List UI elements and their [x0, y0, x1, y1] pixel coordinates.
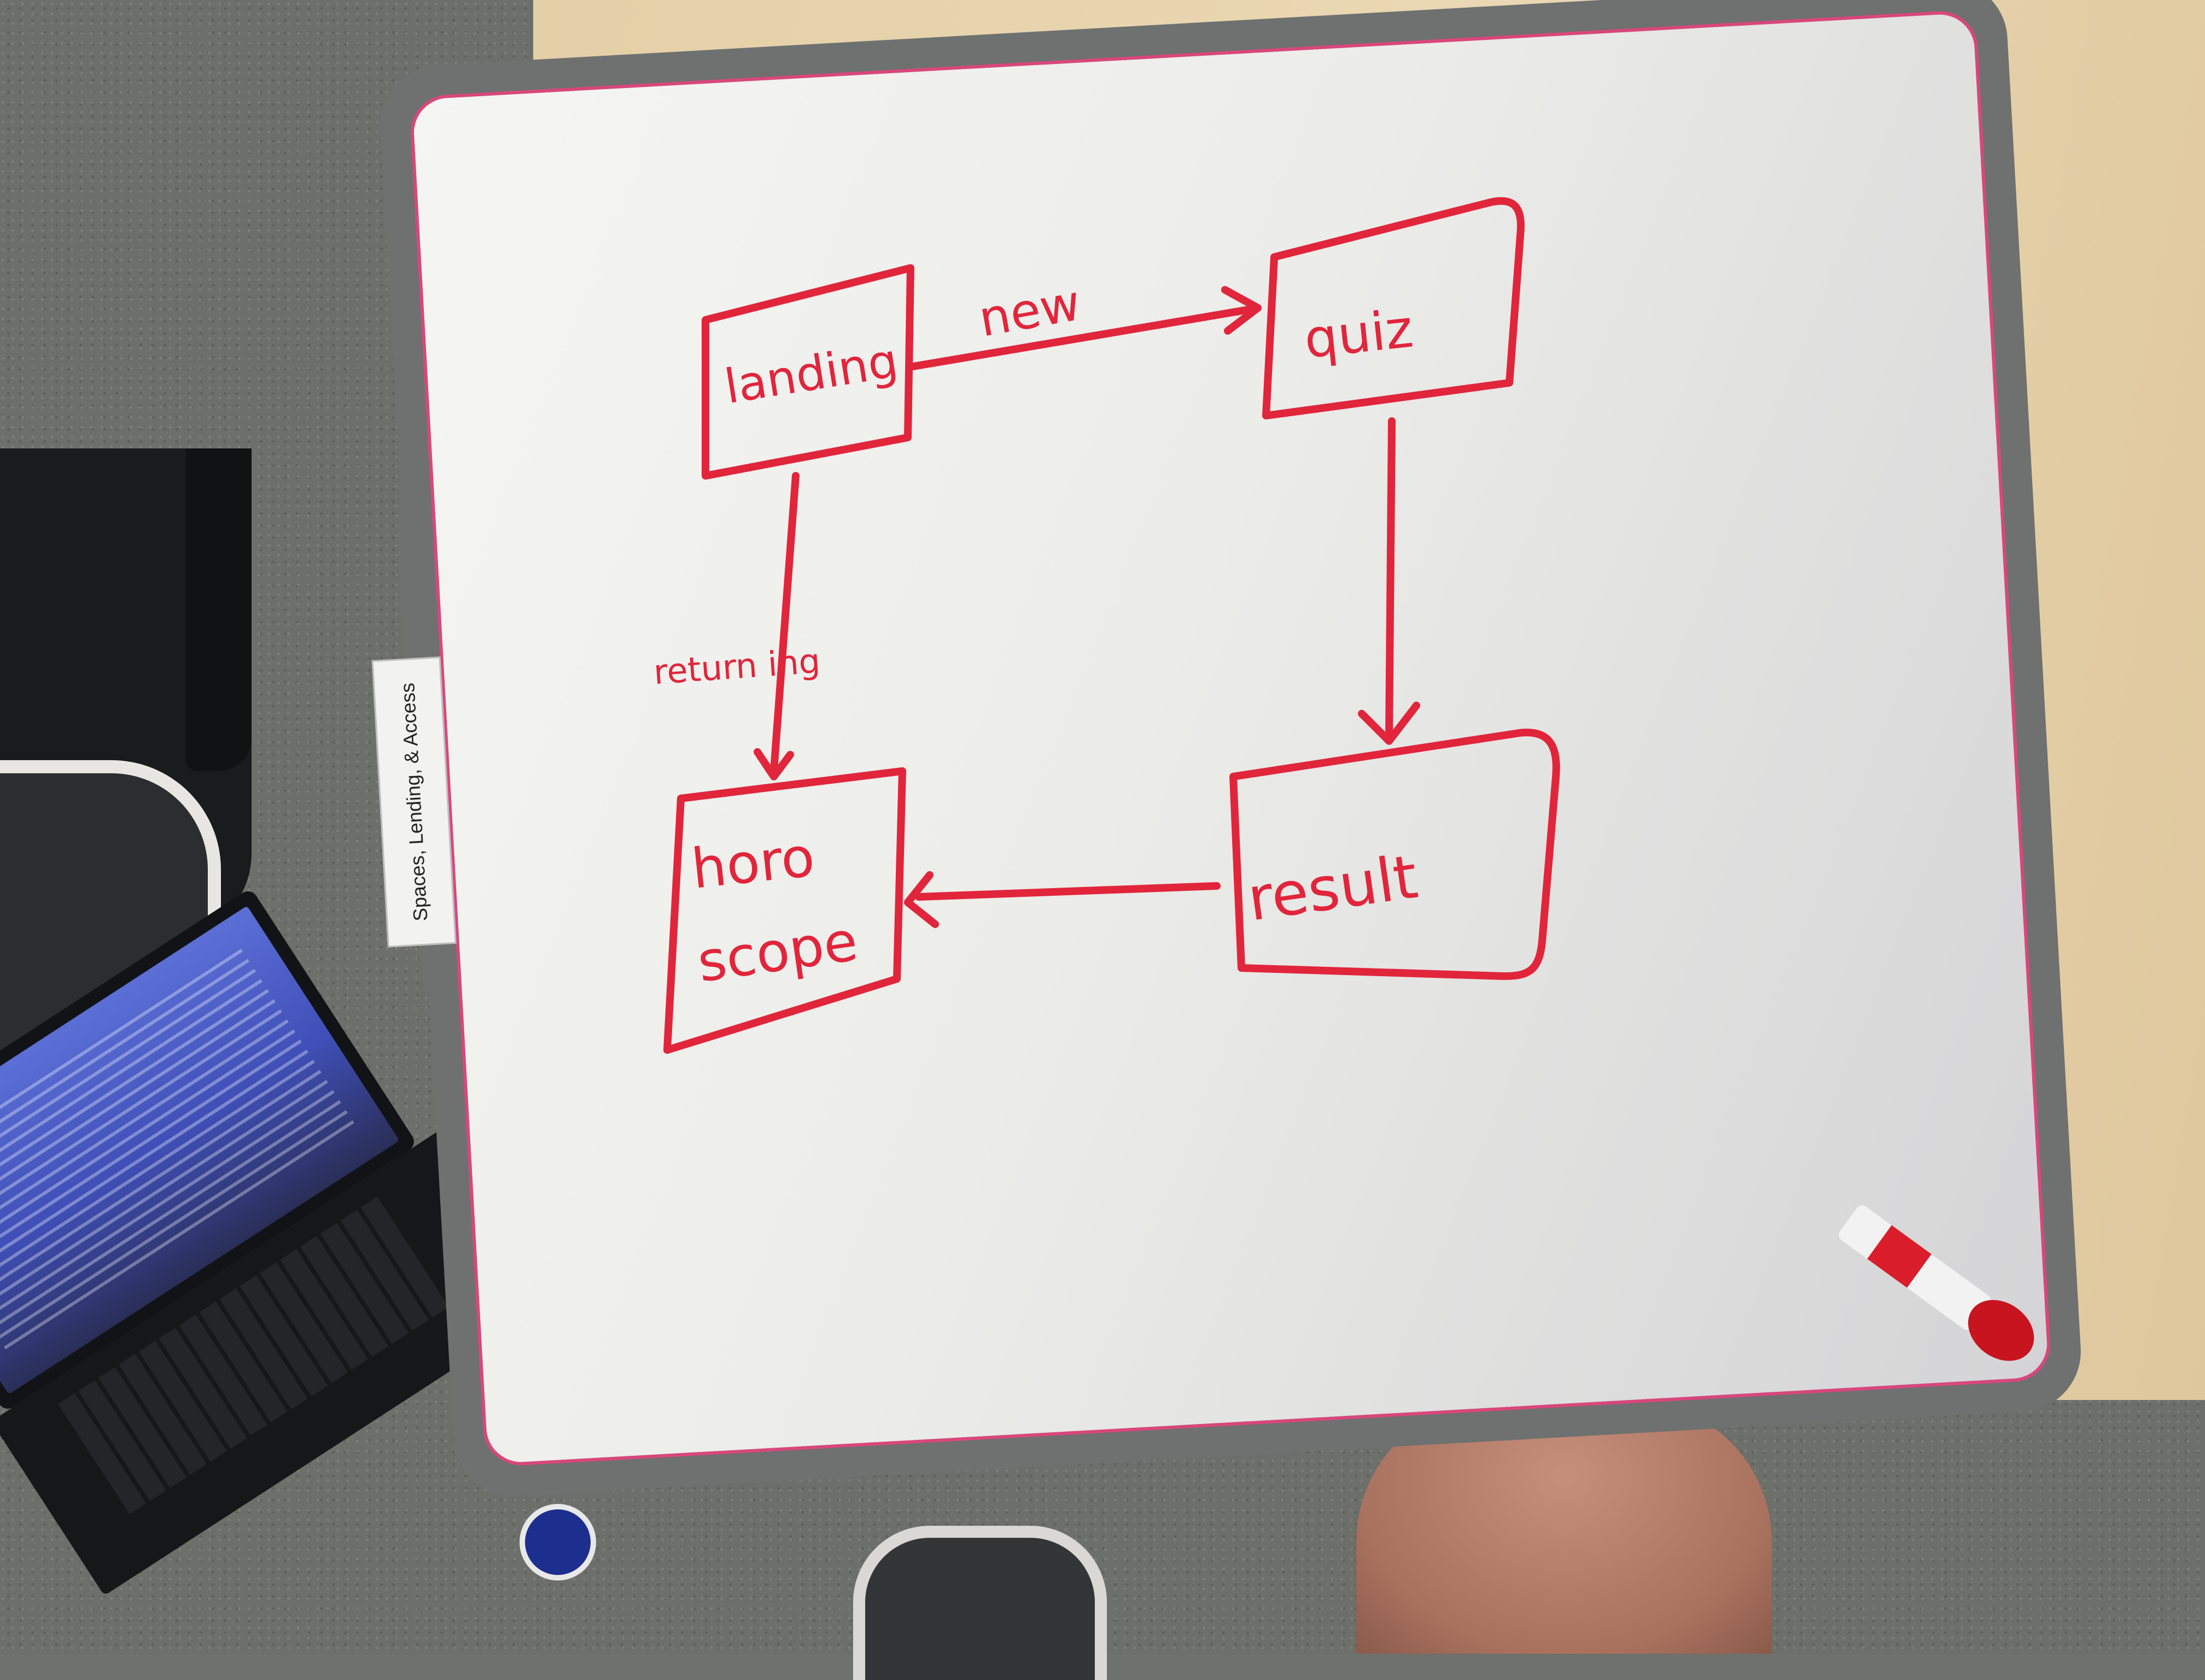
laptop-sticker	[520, 1504, 596, 1580]
edge-quiz-result-arrowhead	[1358, 702, 1420, 745]
edge-landing-horoscope-label: return ing	[652, 641, 822, 692]
edge-quiz-result-line	[1385, 417, 1396, 739]
edge-landing-horoscope-line	[770, 472, 800, 775]
node-horoscope-box	[663, 767, 906, 1054]
edge-result-horoscope-line	[915, 882, 1221, 901]
node-landing-label: landing	[721, 333, 901, 415]
node-horoscope-label-line2: scope	[693, 909, 861, 995]
node-result-label: result	[1244, 842, 1422, 935]
edge-landing-quiz-arrowhead	[1221, 286, 1262, 335]
edge-landing-horoscope-arrowhead	[754, 748, 794, 780]
edge-landing-quiz-line	[909, 305, 1256, 370]
node-horoscope-label-line1: horo	[689, 825, 818, 901]
node-landing-box	[702, 264, 914, 480]
edge-result-horoscope-arrowhead	[904, 871, 939, 928]
node-quiz-label: quiz	[1302, 298, 1416, 370]
backpack-strap	[186, 448, 252, 771]
node-quiz-box	[1262, 197, 1525, 419]
node-result-box	[1229, 728, 1560, 980]
